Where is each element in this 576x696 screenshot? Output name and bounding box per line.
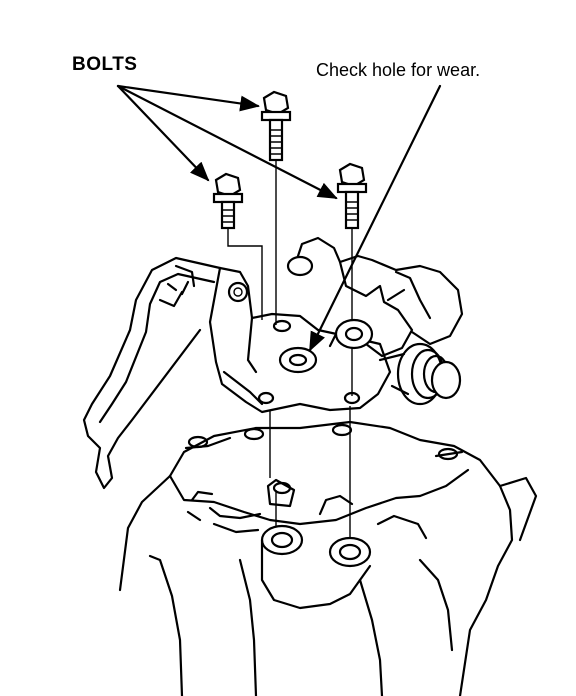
shift-lever-arm: [82, 256, 249, 490]
case-bolt-hole-4: [437, 447, 459, 461]
leader-arrow-bolt-right: [116, 84, 338, 200]
case-bolt-hole-3: [331, 423, 353, 437]
case-bolt-hole-1: [187, 435, 209, 449]
bracket-bolt-hole-left: [257, 391, 275, 405]
leader-arrow-bolt-left: [116, 84, 210, 182]
bolt-leader-arrows: [116, 84, 338, 200]
bolt-top: [260, 90, 292, 162]
bolt-right: [336, 162, 368, 230]
bolt-left: [212, 172, 244, 230]
case-bolt-hole-2: [243, 427, 265, 441]
mounting-bracket: [208, 266, 392, 414]
case-boss-right: [328, 536, 372, 568]
selector-mechanism: [286, 236, 464, 406]
case-boss-left: [260, 524, 304, 556]
transmission-case: [118, 420, 538, 696]
bolts-label: BOLTS: [72, 54, 138, 75]
leader-arrow-check-hole: [308, 84, 442, 352]
bracket-bolt-hole-right: [343, 391, 361, 405]
check-hole-callout: Check hole for wear.: [316, 60, 481, 80]
worn-check-hole: [278, 346, 318, 374]
leader-arrow-bolt-top: [116, 84, 260, 112]
bracket-bolt-hole-top: [272, 319, 292, 333]
